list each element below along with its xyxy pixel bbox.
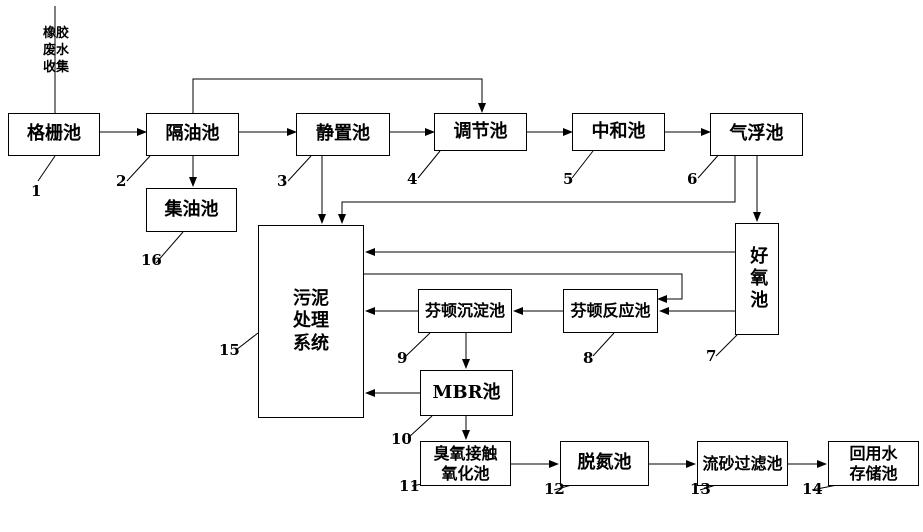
ref-number-14: 14	[802, 480, 823, 498]
ref-number-15: 15	[219, 341, 240, 359]
leader-1	[37, 155, 56, 182]
ref-number-9: 9	[397, 349, 408, 367]
node-aerobic-tank: 好氧池	[735, 223, 779, 335]
node-label: 集油池	[164, 198, 219, 220]
node-fenton-reaction-tank: 芬顿反应池	[563, 289, 658, 333]
ref-number-11: 11	[399, 477, 420, 495]
ref-number-12: 12	[544, 480, 565, 498]
node-fenton-sedimentation-tank: 芬顿沉淀池	[418, 289, 512, 333]
ref-number-6: 6	[687, 170, 698, 188]
node-label: 流砂过滤池	[702, 453, 783, 473]
ref-number-13: 13	[690, 480, 711, 498]
node-reuse-water-storage-tank: 回用水 存储池	[828, 441, 919, 486]
node-oil-separation-tank: 隔油池	[146, 113, 239, 156]
node-label: 脱氮池	[577, 452, 632, 474]
node-label: 芬顿反应池	[570, 301, 651, 320]
leader-9	[405, 332, 431, 357]
leader-8	[592, 332, 615, 357]
leader-16	[155, 231, 184, 264]
arrow-6-15	[338, 156, 736, 224]
node-oil-collection-tank: 集油池	[146, 188, 237, 232]
node-regulating-tank: 调节池	[434, 113, 527, 151]
ref-number-4: 4	[407, 170, 418, 188]
node-label: 格栅池	[27, 123, 81, 145]
node-settling-tank: 静置池	[296, 113, 390, 156]
arrow-2-to-4-bypass	[192, 78, 486, 113]
node-label: MBR池	[432, 381, 501, 403]
node-grille-tank: 格栅池	[8, 113, 100, 156]
node-label: 调节池	[453, 120, 508, 142]
node-label: 好氧池	[747, 246, 769, 312]
node-label-line: 臭氧接触	[433, 443, 498, 463]
source-label-line: 收集	[42, 59, 69, 75]
node-label: 芬顿沉淀池	[424, 301, 505, 320]
leader-7	[715, 334, 738, 357]
leader-3	[287, 155, 312, 182]
node-label-line: 存储池	[849, 463, 898, 483]
ref-number-5: 5	[563, 170, 574, 188]
node-sand-filter-tank: 流砂过滤池	[697, 441, 788, 486]
ref-number-7: 7	[706, 347, 717, 365]
leader-5	[571, 150, 594, 179]
ref-number-2: 2	[116, 172, 127, 190]
leader-2	[126, 155, 151, 182]
leader-15	[235, 332, 259, 351]
node-neutralization-tank: 中和池	[572, 113, 665, 151]
ref-number-10: 10	[391, 430, 412, 448]
node-label: 气浮池	[729, 123, 784, 145]
ref-number-1: 1	[31, 182, 42, 200]
leader-10	[407, 415, 433, 439]
node-ozone-oxidation-tank: 臭氧接触 氧化池	[420, 441, 511, 486]
node-mbr-tank: MBR池	[420, 370, 513, 416]
node-air-flotation-tank: 气浮池	[710, 113, 803, 156]
node-label-line: 污泥	[293, 287, 329, 309]
node-label: 隔油池	[165, 123, 220, 145]
node-label: 中和池	[591, 120, 646, 142]
node-denitrification-tank: 脱氮池	[560, 441, 649, 486]
node-label-line: 回用水	[849, 443, 898, 463]
leader-4	[417, 150, 441, 179]
source-label: 橡胶 废水 收集	[36, 26, 76, 77]
ref-number-16: 16	[141, 251, 162, 269]
source-label-line: 废水	[42, 42, 69, 58]
ref-number-3: 3	[277, 172, 288, 190]
source-label-line: 橡胶	[42, 26, 69, 41]
node-label: 静置池	[316, 123, 370, 145]
ref-number-8: 8	[583, 349, 594, 367]
node-label-line: 氧化池	[441, 463, 490, 483]
node-sludge-treatment-system: 污泥 处理 系统	[258, 225, 364, 418]
node-label-line: 处理	[293, 310, 329, 332]
node-label-line: 系统	[293, 332, 329, 354]
arrow-15-8	[364, 273, 683, 303]
